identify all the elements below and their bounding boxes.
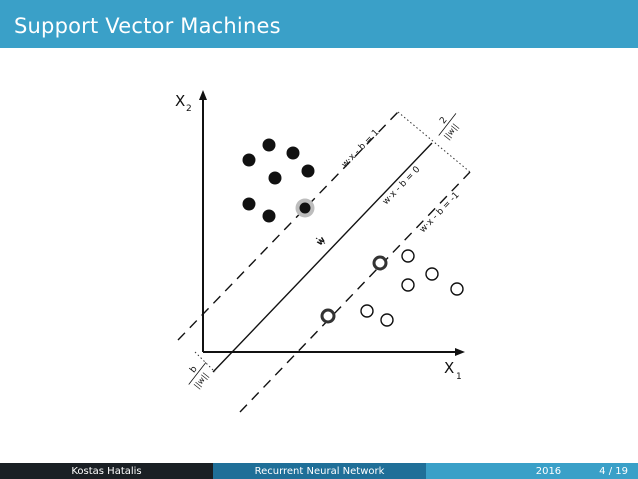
class-b-point — [401, 278, 415, 292]
lower-margin-label: w·x - b = -1 — [418, 190, 462, 235]
x-axis-arrow — [455, 348, 465, 356]
class-a-point — [242, 153, 256, 167]
class-a-point — [262, 138, 276, 152]
margin-line-lower — [239, 171, 471, 413]
footer-author: Kostas Hatalis — [0, 463, 213, 479]
footer-talk-title: Recurrent Neural Network — [213, 463, 426, 479]
normal-vector-label: w — [315, 235, 328, 248]
offset-label: b ||w|| — [188, 362, 210, 390]
class-a-support-vector — [299, 202, 311, 214]
class-a-point — [262, 209, 276, 223]
footer-page-number: 4 / 19 — [599, 465, 628, 477]
class-a-point — [242, 197, 256, 211]
class-b-point — [360, 304, 374, 318]
x-axis-subscript: 1 — [456, 372, 462, 382]
footer-date: 2016 — [535, 465, 562, 477]
class-b-point — [401, 249, 415, 263]
class-b-point — [450, 282, 464, 296]
class-b-point — [425, 267, 439, 281]
margin-label-numerator: 2 — [438, 115, 449, 126]
slide-title: Support Vector Machines — [14, 14, 281, 38]
upper-margin-label: w·x - b = 1 — [340, 128, 381, 170]
offset-marker — [194, 351, 216, 373]
y-axis-subscript: 2 — [186, 104, 192, 114]
offset-fraction-bar — [188, 362, 207, 385]
footer-meta: 2016 4 / 19 — [426, 463, 638, 479]
margin-fraction-bar — [438, 113, 457, 136]
x-axis-label: X — [444, 359, 454, 377]
offset-label-numerator: b — [188, 364, 200, 375]
class-a-point — [286, 146, 300, 160]
footer-bar: Kostas Hatalis Recurrent Neural Network … — [0, 463, 638, 479]
margin-line-upper — [177, 111, 399, 341]
margin-width-label: 2 ||w|| — [438, 113, 460, 141]
class-a-point — [301, 164, 315, 178]
class-b-support-vector — [372, 255, 388, 271]
class-b-point — [380, 313, 394, 327]
y-axis-label: X — [175, 92, 185, 110]
y-axis-arrow — [199, 90, 207, 100]
margin-width-marker — [397, 111, 471, 173]
title-bar: Support Vector Machines — [0, 0, 638, 48]
normal-vector — [315, 237, 327, 245]
boundary-label: w·x - b = 0 — [381, 165, 423, 208]
decision-boundary — [212, 142, 433, 373]
class-b-support-vector — [320, 308, 336, 324]
class-a-point — [268, 171, 282, 185]
